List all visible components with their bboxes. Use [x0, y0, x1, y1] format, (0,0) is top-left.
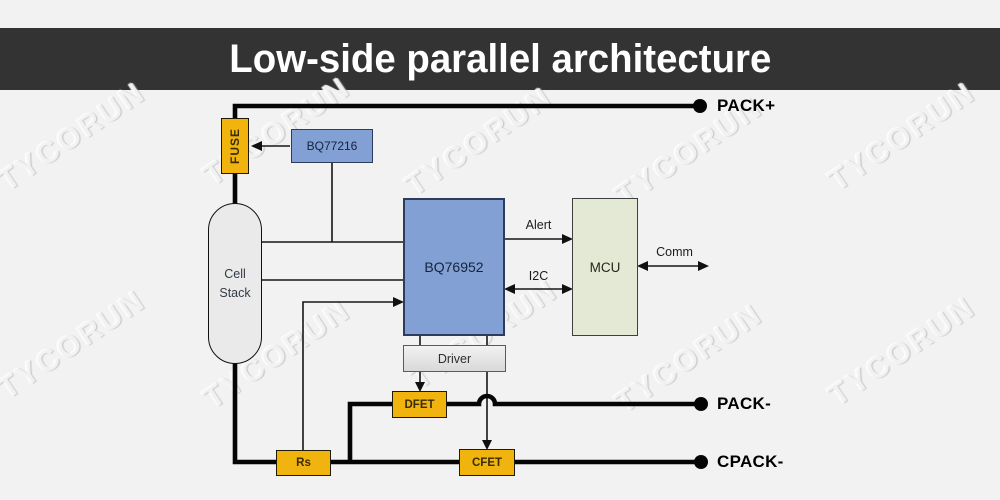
cfet-label: CFET	[471, 456, 503, 469]
arrowhead-into-bq76952-icon	[393, 297, 404, 307]
page-title: Low-side parallel architecture	[228, 36, 772, 81]
dfet-block: DFET	[392, 391, 447, 418]
pack-minus-rail	[347, 393, 700, 462]
cfet-block: CFET	[459, 449, 515, 476]
cpack-minus-rail	[232, 362, 700, 465]
rs-label: Rs	[296, 457, 311, 469]
arrowhead-i2c-left-icon	[504, 284, 515, 294]
arrowhead-into-cfet-icon	[482, 440, 492, 450]
bq77216-block: BQ77216	[291, 129, 373, 163]
title-banner: Low-side parallel architecture	[0, 28, 1000, 90]
arrowhead-into-dfet-icon	[415, 382, 425, 392]
arrowhead-comm-right-icon	[698, 261, 709, 271]
arrowhead-comm-left-icon	[637, 261, 648, 271]
arrowhead-into-fuse-icon	[251, 141, 262, 151]
cell-stack-label-line1: Cell	[224, 266, 246, 281]
rs-block: Rs	[276, 450, 331, 476]
arrowhead-alert-icon	[562, 234, 573, 244]
pack-plus-terminal-label: PACK+	[717, 96, 776, 115]
bq76952-label: BQ76952	[424, 259, 484, 275]
pack-minus-terminal-icon	[694, 397, 708, 411]
alert-signal-label: Alert	[525, 218, 552, 232]
fuse-block: FUSE	[221, 118, 249, 174]
cpack-minus-terminal-icon	[694, 455, 708, 469]
i2c-signal-label: I2C	[528, 269, 549, 283]
comm-signal-label: Comm	[656, 245, 693, 259]
rs-sense-wire	[302, 301, 395, 450]
arrowhead-i2c-right-icon	[562, 284, 573, 294]
cpack-minus-terminal-label: CPACK-	[717, 452, 784, 471]
driver-block: Driver	[403, 345, 506, 372]
pack-minus-terminal-label: PACK-	[717, 394, 772, 413]
pack-plus-rail	[232, 103, 700, 120]
bq76952-block: BQ76952	[403, 198, 505, 336]
mcu-block: MCU	[572, 198, 638, 336]
fuse-label: FUSE	[228, 128, 242, 165]
cell-stack-label: Cell Stack	[219, 265, 250, 303]
driver-label: Driver	[437, 351, 472, 366]
cell-stack-label-line2: Stack	[219, 285, 251, 300]
dfet-label: DFET	[404, 398, 435, 411]
pack-plus-terminal-icon	[693, 99, 707, 113]
mcu-label: MCU	[589, 259, 621, 275]
bq77216-label: BQ77216	[306, 139, 358, 153]
cell-stack-block: Cell Stack	[208, 203, 262, 364]
